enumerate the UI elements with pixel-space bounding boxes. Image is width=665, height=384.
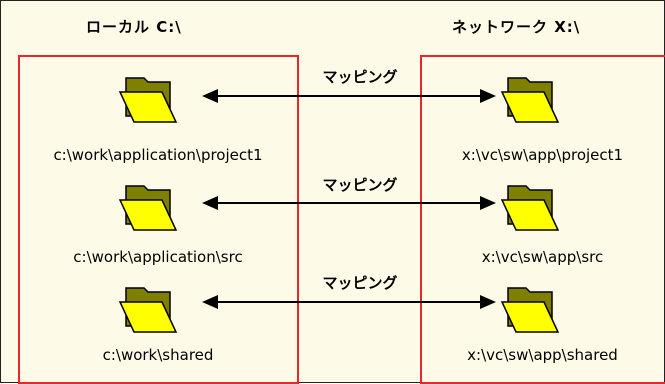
local-path: c:\work\shared	[102, 346, 214, 364]
local-folder-icon	[118, 185, 178, 231]
network-folder-icon	[500, 185, 560, 231]
local-folder-icon	[118, 77, 178, 123]
local-header: ローカル C:\	[86, 18, 182, 36]
mapping-label: マッピング	[322, 274, 398, 292]
network-path: x:\vc\sw\app\src	[481, 248, 604, 266]
network-folder-icon	[500, 287, 560, 333]
network-header: ネットワーク X:\	[452, 18, 581, 36]
local-path: c:\work\application\project1	[53, 146, 263, 164]
local-folder-icon	[118, 287, 178, 333]
mapping-arrow-icon	[202, 196, 496, 210]
mapping-arrow-icon	[202, 89, 496, 103]
local-path: c:\work\application\src	[73, 248, 243, 266]
mapping-label: マッピング	[322, 176, 398, 194]
network-path: x:\vc\sw\app\project1	[461, 146, 624, 164]
network-folder-icon	[500, 77, 560, 123]
network-path: x:\vc\sw\app\shared	[467, 346, 618, 364]
mapping-label: マッピング	[322, 68, 398, 86]
mapping-arrow-icon	[202, 295, 496, 309]
